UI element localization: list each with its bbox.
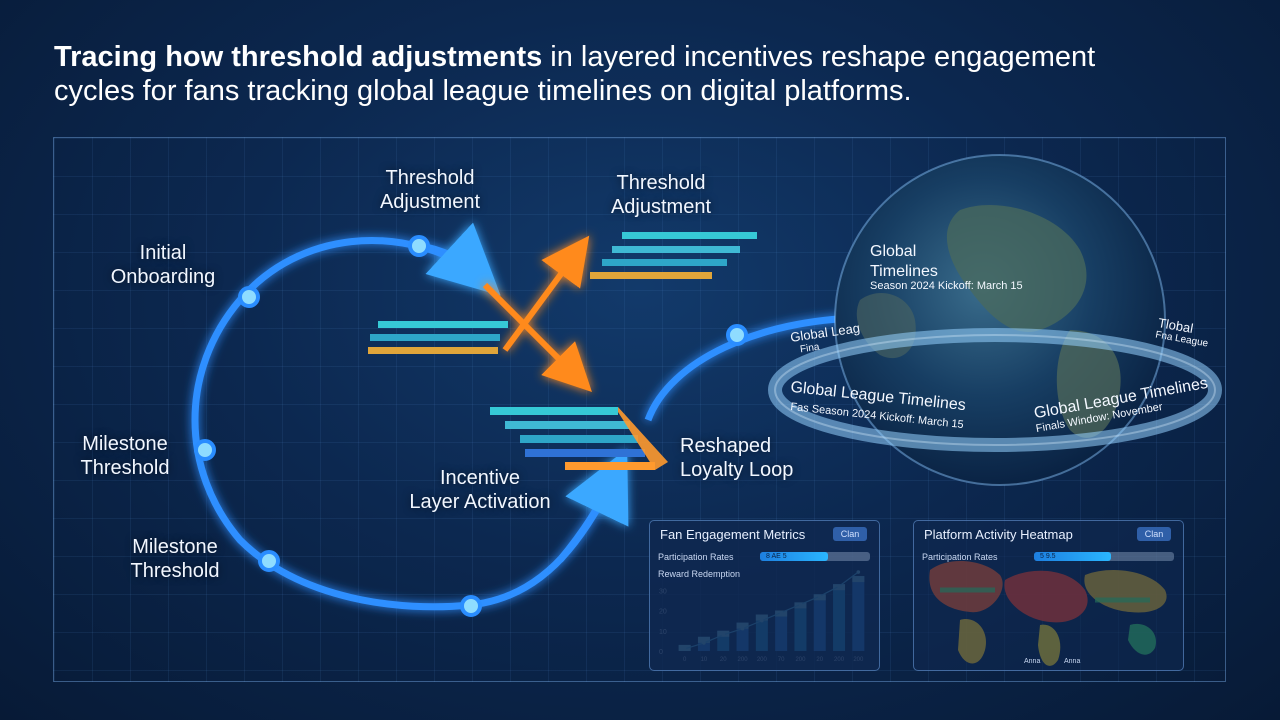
engagement-panel-button[interactable]: Clan bbox=[833, 527, 867, 541]
engagement-participation-bar: 8 AE 5 bbox=[760, 552, 870, 561]
heatmap-participation-value: 5 9.5 bbox=[1040, 553, 1056, 560]
node-initial-onboarding bbox=[238, 286, 260, 308]
title-rest: in layered incentives reshape engagement… bbox=[54, 41, 1096, 107]
label-threshold-adjustment-1: Threshold Adjustment bbox=[379, 167, 481, 213]
label-threshold-adjustment-2: Threshold Adjustment bbox=[610, 172, 712, 218]
layer-bars-middle bbox=[368, 321, 508, 354]
label-initial-onboarding: Initial Onboarding bbox=[110, 242, 216, 288]
threshold-cross-arrows bbox=[482, 235, 592, 392]
heatmap-participation-bar: 5 9.5 bbox=[1034, 552, 1174, 561]
engagement-chart-label: Reward Redemption bbox=[658, 569, 741, 579]
heatmap-axis-left: Anna bbox=[1024, 658, 1041, 665]
label-milestone-threshold-1: Milestone Threshold bbox=[80, 433, 170, 479]
heatmap-participation-fill bbox=[1034, 552, 1111, 561]
loop-nodes bbox=[194, 235, 748, 617]
node-milestone-1 bbox=[194, 439, 216, 461]
fan-engagement-panel: Fan Engagement Metrics Clan Participatio… bbox=[649, 520, 880, 671]
layer-bars-upper bbox=[590, 232, 757, 279]
globe-kickoff-top: Season 2024 Kickoff: March 15 bbox=[870, 280, 1023, 292]
node-reshaped bbox=[726, 324, 748, 346]
node-bottom bbox=[460, 595, 482, 617]
globe bbox=[768, 154, 1222, 486]
engagement-participation-value: 8 AE 5 bbox=[766, 553, 787, 560]
heatmap-panel: Platform Activity Heatmap Clan Participa… bbox=[913, 520, 1184, 671]
label-incentive-layer: Incentive Layer Activation bbox=[409, 467, 551, 513]
heatmap-panel-title: Platform Activity Heatmap bbox=[924, 527, 1073, 542]
layer-bars-lower bbox=[490, 407, 668, 470]
heatmap-axis-right: Anna bbox=[1064, 658, 1081, 665]
engagement-panel-title: Fan Engagement Metrics bbox=[660, 527, 806, 542]
globe-global-timelines: Global Timelines bbox=[870, 243, 938, 280]
node-milestone-2 bbox=[258, 550, 280, 572]
label-milestone-threshold-2: Milestone Threshold bbox=[130, 536, 220, 582]
label-reshaped-loop: Reshaped Loyalty Loop bbox=[680, 435, 794, 481]
page-title: Tracing how threshold adjustments in lay… bbox=[54, 40, 1174, 108]
title-bold: Tracing how threshold adjustments bbox=[54, 41, 543, 73]
heatmap-participation-label: Participation Rates bbox=[922, 552, 998, 562]
engagement-participation-label: Participation Rates bbox=[658, 552, 734, 562]
engagement-participation-fill bbox=[760, 552, 829, 561]
heatmap-panel-button[interactable]: Clan bbox=[1137, 527, 1171, 541]
node-threshold-adjustment bbox=[408, 235, 430, 257]
